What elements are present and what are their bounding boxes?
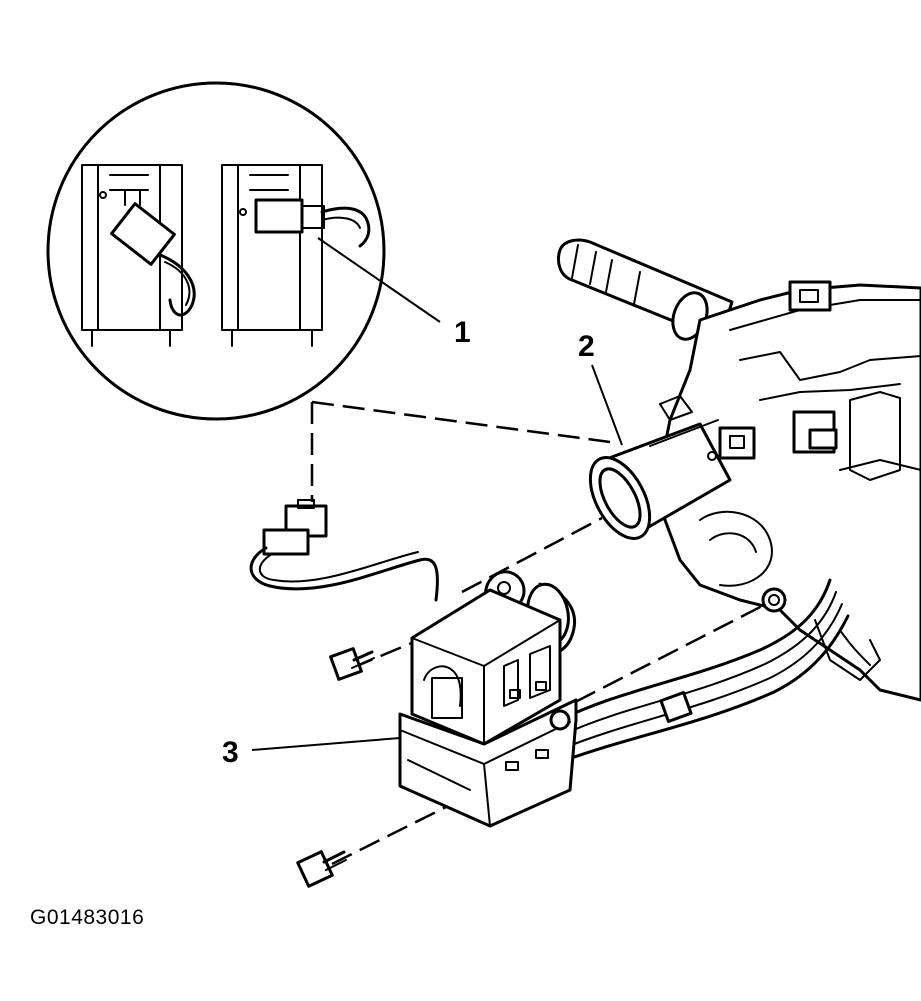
figure-id: G01483016 — [30, 906, 145, 929]
callout-3: 3 — [222, 736, 239, 769]
detail-inset — [46, 81, 386, 421]
inset-switch-right — [221, 164, 371, 347]
inset-switch-left — [81, 164, 196, 347]
screw-upper — [329, 647, 375, 681]
steering-column — [557, 238, 921, 702]
callout-2: 2 — [578, 330, 595, 363]
leader-line-2 — [591, 364, 623, 446]
wiring-harness — [558, 578, 850, 762]
connector-with-wire — [249, 499, 439, 602]
leader-line-3 — [251, 737, 401, 751]
screw-lower — [296, 850, 347, 888]
callout-1: 1 — [454, 316, 471, 349]
ignition-switch — [398, 570, 578, 828]
leader-line-1 — [317, 237, 441, 323]
